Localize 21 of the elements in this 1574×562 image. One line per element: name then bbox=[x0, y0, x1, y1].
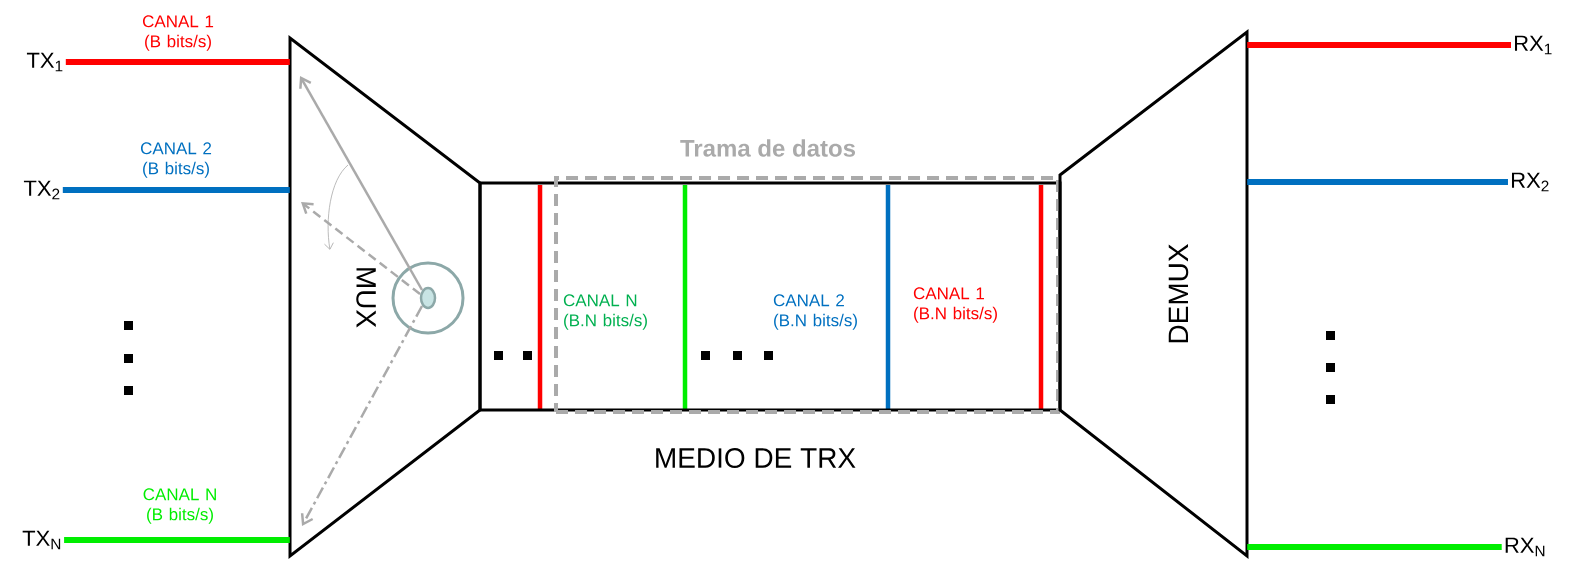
node-label: Trama de datos bbox=[680, 139, 856, 157]
channel-label: RX$_{2}$ bbox=[1512, 172, 1549, 192]
channel-line bbox=[1247, 179, 1508, 185]
channel-line bbox=[62, 187, 290, 193]
channel-line bbox=[65, 59, 290, 65]
channel-label: RX$_{N}$ bbox=[1505, 537, 1545, 557]
channel-rate-label: CANAL 2 (B.N bits/s) bbox=[773, 294, 857, 330]
channel-label: TX$_{2}$ bbox=[23, 180, 60, 200]
edge-label: CANAL N (B bits/s) bbox=[143, 488, 216, 524]
node-label: MEDIO DE TRX bbox=[656, 448, 856, 468]
channel-line bbox=[1247, 544, 1502, 550]
channel-line bbox=[64, 537, 290, 543]
multiplexer-trapezoid: DEMUX bbox=[1058, 28, 1249, 560]
edge-label: CANAL 2 (B bits/s) bbox=[141, 142, 212, 178]
channel-label: RX$_{1}$ bbox=[1515, 35, 1552, 55]
channel-label: TX$_{N}$ bbox=[22, 530, 61, 550]
channel-rate-label: CANAL N (B.N bits/s) bbox=[563, 294, 647, 330]
channel-label: TX$_{1}$ bbox=[26, 52, 63, 72]
edge-label: CANAL 1 (B bits/s) bbox=[143, 15, 214, 51]
channel-line bbox=[1247, 42, 1511, 48]
channel-rate-label: CANAL 1 (B.N bits/s) bbox=[913, 287, 997, 323]
